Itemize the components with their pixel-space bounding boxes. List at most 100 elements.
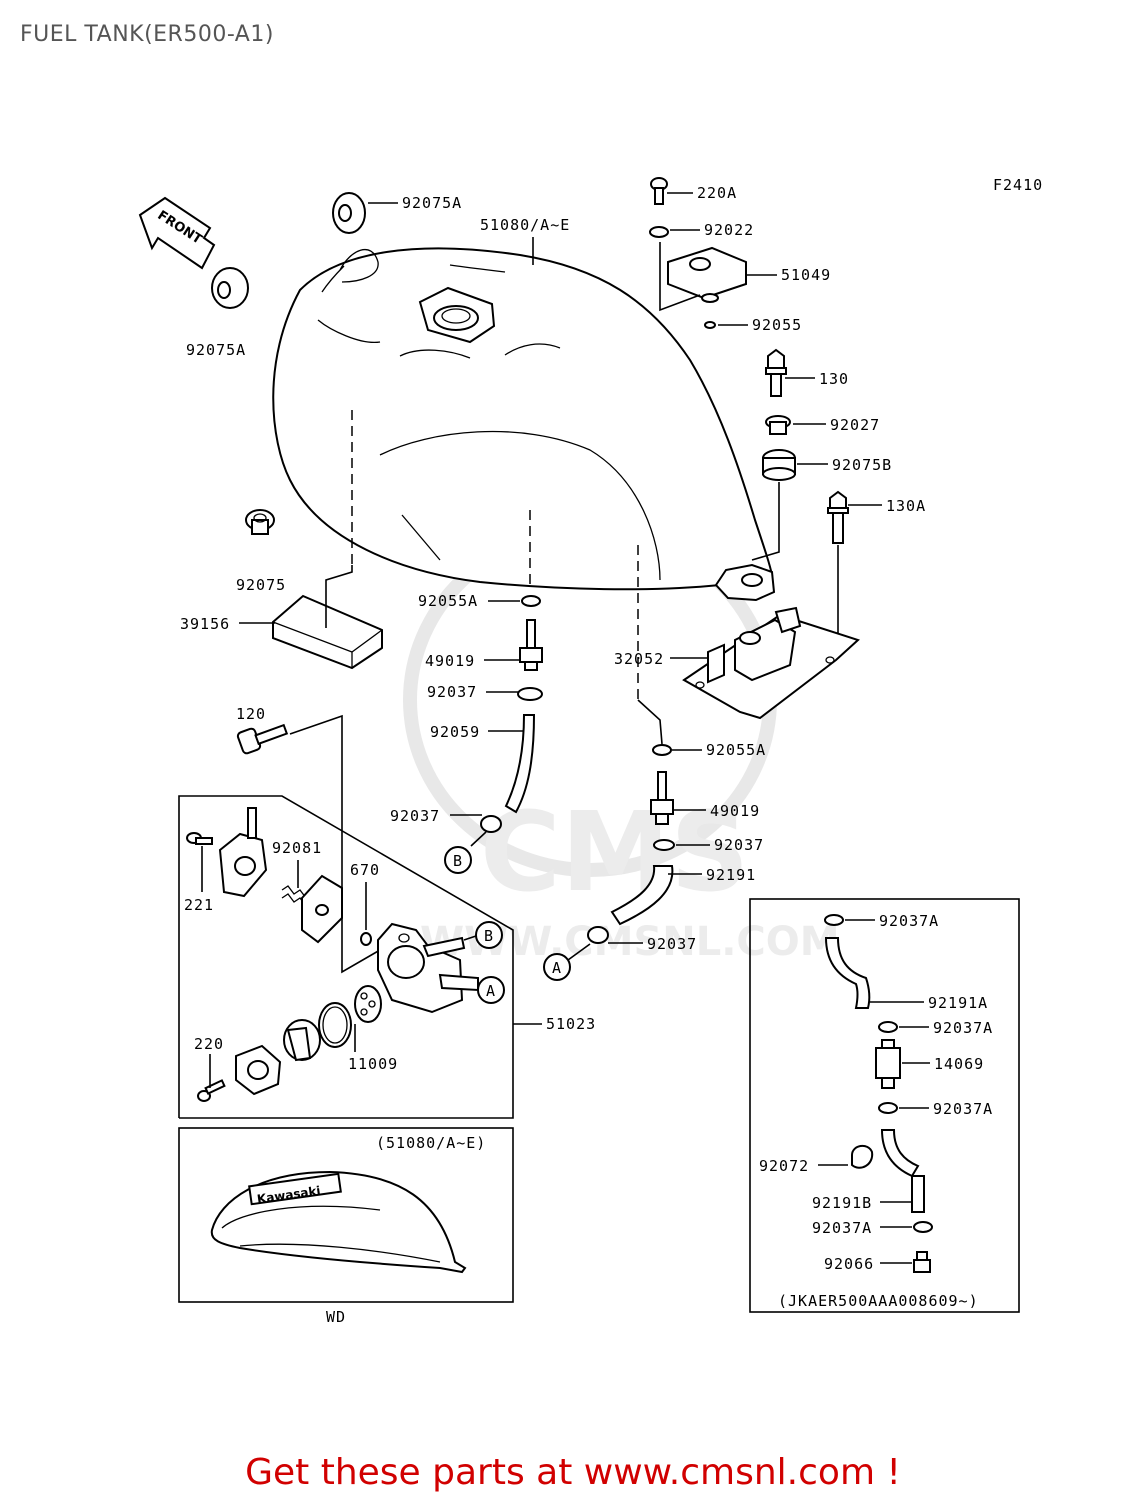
clamp-92037a-2 bbox=[878, 1021, 898, 1033]
grommet-92075 bbox=[245, 509, 275, 535]
label-92027: 92027 bbox=[830, 416, 880, 434]
label-92075: 92075 bbox=[236, 576, 286, 594]
clamp-92037a-1 bbox=[824, 914, 844, 926]
connector-marker-a2 bbox=[477, 976, 505, 1004]
label-14069: 14069 bbox=[934, 1055, 984, 1073]
label-wd: WD bbox=[326, 1308, 346, 1326]
label-51080: 51080/A~E bbox=[480, 216, 570, 234]
label-92059: 92059 bbox=[430, 723, 480, 741]
label-92037-d: 92037 bbox=[647, 935, 697, 953]
damper-92075a-top bbox=[332, 192, 366, 234]
label-92037-a: 92037 bbox=[427, 683, 477, 701]
label-49019-a: 49019 bbox=[425, 652, 475, 670]
label-92037-b: 92037 bbox=[390, 807, 440, 825]
wd-inset-box bbox=[178, 1127, 514, 1303]
label-130: 130 bbox=[819, 370, 849, 388]
clamp-92037-b bbox=[480, 815, 502, 833]
marker-a1-label: A bbox=[552, 959, 562, 977]
fitting-49019-b bbox=[650, 771, 674, 825]
label-92055a-b: 92055A bbox=[706, 741, 766, 759]
label-92037a-1: 92037A bbox=[879, 912, 939, 930]
screw-220a bbox=[650, 177, 668, 205]
label-39156: 39156 bbox=[180, 615, 230, 633]
hose-92191a bbox=[824, 937, 871, 1009]
label-51049: 51049 bbox=[781, 266, 831, 284]
label-92191b: 92191B bbox=[812, 1194, 872, 1212]
damper-92075b bbox=[762, 449, 796, 481]
inset-reference: (51080/A~E) bbox=[376, 1134, 486, 1152]
label-92075a-left: 92075A bbox=[186, 341, 246, 359]
label-120: 120 bbox=[236, 705, 266, 723]
oring-92055 bbox=[704, 321, 716, 329]
fuel-cock-lever bbox=[283, 1019, 321, 1062]
fuel-tank bbox=[272, 247, 776, 602]
cover-51049 bbox=[667, 246, 747, 303]
clamp-92037-d bbox=[587, 926, 609, 944]
gasket-11009 bbox=[318, 1002, 352, 1048]
label-92081: 92081 bbox=[272, 839, 322, 857]
oring-92055a-a bbox=[521, 595, 541, 607]
label-92075a-top: 92075A bbox=[402, 194, 462, 212]
label-92055a-a: 92055A bbox=[418, 592, 478, 610]
decal-tank-outline bbox=[210, 1170, 467, 1274]
label-92191a: 92191A bbox=[928, 994, 988, 1012]
page-title: FUEL TANK(ER500-A1) bbox=[20, 22, 274, 47]
vin-note: (JKAER500AAA008609~) bbox=[778, 1292, 979, 1310]
retainer-plate bbox=[235, 1044, 282, 1096]
promo-footer: Get these parts at www.cmsnl.com ! bbox=[245, 1452, 901, 1493]
fuel-cock-plate bbox=[218, 807, 268, 898]
connector-marker-b2 bbox=[475, 921, 503, 949]
oring-92055a-b bbox=[652, 744, 672, 756]
damper-92075a-left bbox=[211, 267, 249, 309]
label-130a: 130A bbox=[886, 497, 926, 515]
connector-marker-a1 bbox=[543, 953, 571, 981]
fuel-tank-exploded-diagram: CMS WWW.CMSNL.COM F2410 FRONT 92075A 920… bbox=[138, 176, 1043, 1326]
bolt-130 bbox=[765, 348, 787, 397]
marker-b2-label: B bbox=[484, 927, 494, 945]
label-92022: 92022 bbox=[704, 221, 754, 239]
hose-92191b bbox=[911, 1175, 925, 1213]
label-92066: 92066 bbox=[824, 1255, 874, 1273]
bracket-32052 bbox=[682, 606, 860, 720]
label-670: 670 bbox=[350, 861, 380, 879]
clip-92072 bbox=[851, 1144, 874, 1169]
label-92075b: 92075B bbox=[832, 456, 892, 474]
plug-92066 bbox=[913, 1251, 931, 1273]
bolt-130a bbox=[827, 490, 849, 544]
screw-220 bbox=[197, 1079, 226, 1102]
fitting-49019-a bbox=[519, 619, 543, 671]
collar-92027 bbox=[765, 415, 791, 435]
variant-inset-box bbox=[749, 898, 1020, 1313]
fuel-filter-14069 bbox=[875, 1039, 901, 1089]
label-49019-b: 49019 bbox=[710, 802, 760, 820]
label-92191: 92191 bbox=[706, 866, 756, 884]
label-92072: 92072 bbox=[759, 1157, 809, 1175]
label-11009: 11009 bbox=[348, 1055, 398, 1073]
clamp-92037a-3 bbox=[878, 1102, 898, 1114]
label-92055: 92055 bbox=[752, 316, 802, 334]
oring-670 bbox=[360, 932, 372, 946]
front-arrow-icon: FRONT bbox=[138, 196, 216, 270]
valve-disc bbox=[354, 985, 382, 1023]
washer-92022 bbox=[649, 226, 669, 238]
figure-code: F2410 bbox=[993, 176, 1043, 194]
watermark-text: CMS bbox=[480, 788, 749, 916]
hose-92191 bbox=[610, 865, 674, 926]
bolt-120 bbox=[236, 723, 289, 755]
label-92037a-3: 92037A bbox=[933, 1100, 993, 1118]
label-221: 221 bbox=[184, 896, 214, 914]
marker-a2-label: A bbox=[486, 982, 496, 1000]
connector-marker-b1 bbox=[444, 846, 472, 874]
hose-upper-92191b bbox=[880, 1129, 920, 1178]
pad-39156 bbox=[272, 594, 383, 670]
screw-221 bbox=[186, 832, 213, 845]
label-220a: 220A bbox=[697, 184, 737, 202]
clamp-92037a-4 bbox=[913, 1221, 933, 1233]
marker-b1-label: B bbox=[453, 852, 463, 870]
label-92037a-2: 92037A bbox=[933, 1019, 993, 1037]
label-32052: 32052 bbox=[614, 650, 664, 668]
label-220: 220 bbox=[194, 1035, 224, 1053]
label-51023: 51023 bbox=[546, 1015, 596, 1033]
label-92037-c: 92037 bbox=[714, 836, 764, 854]
